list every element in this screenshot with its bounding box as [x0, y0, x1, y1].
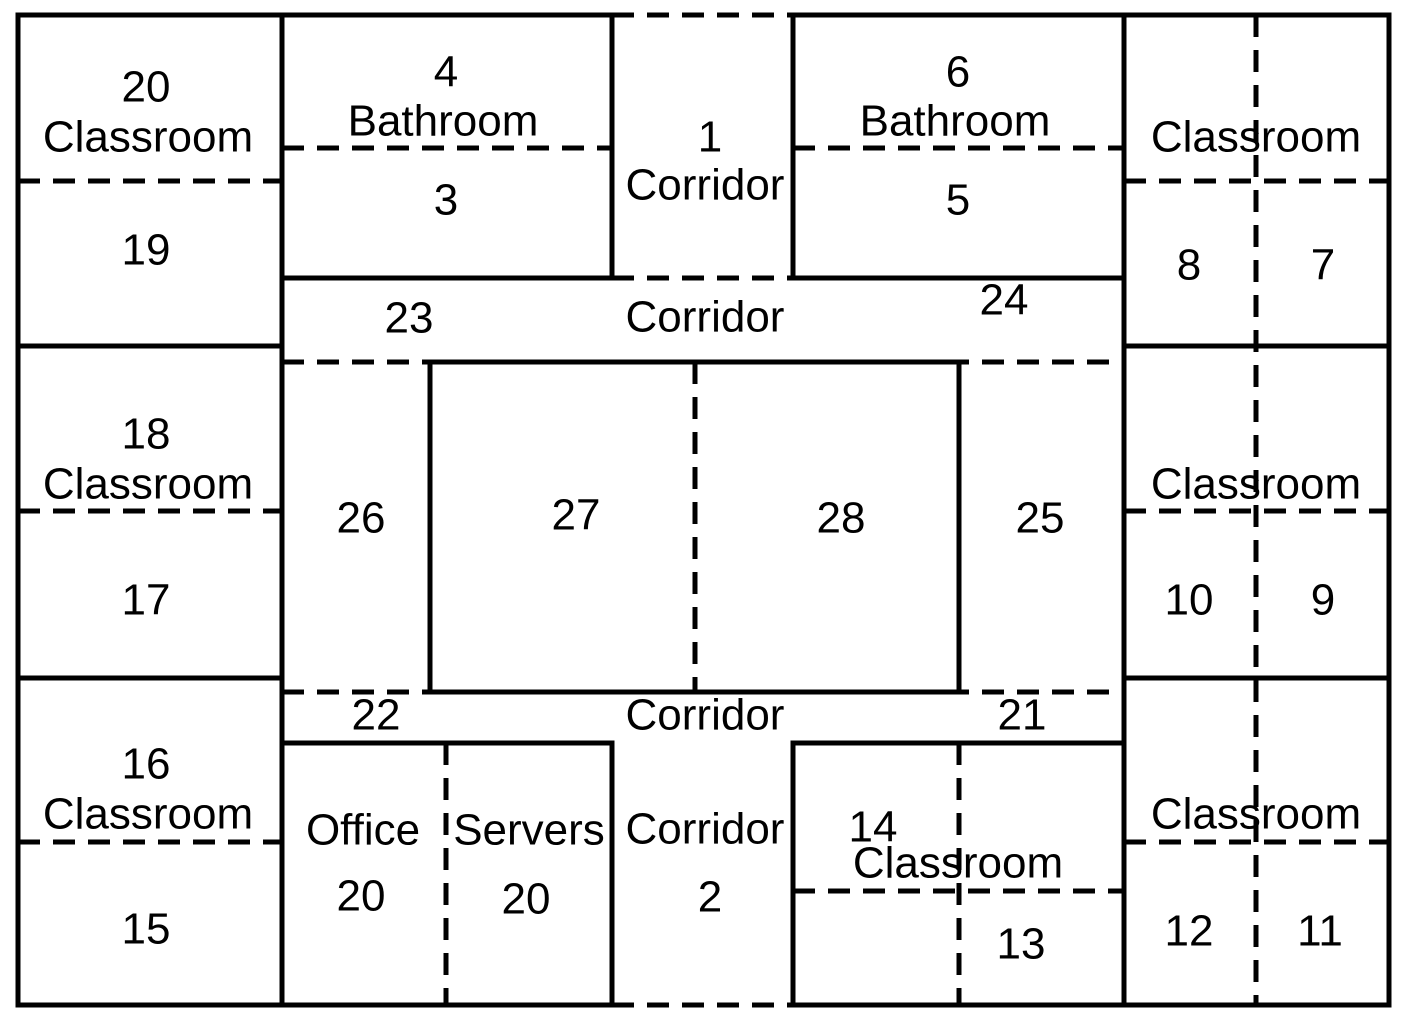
walls	[15, 12, 1392, 1008]
room-labels: 20 Classroom 19 18 Classroom 17 16 Class…	[43, 48, 1361, 969]
room-3-number: 3	[434, 176, 458, 225]
room-20-label: Classroom	[43, 113, 253, 162]
room-15-number: 15	[122, 905, 171, 954]
room-7-number: 7	[1311, 241, 1335, 290]
room-17-number: 17	[122, 576, 171, 625]
servers-number: 20	[502, 875, 551, 924]
room-6-number: 6	[946, 48, 970, 97]
office-label: Office	[306, 806, 420, 855]
room-8-number: 8	[1177, 241, 1201, 290]
office-number: 20	[337, 872, 386, 921]
room-26-number: 26	[337, 494, 386, 543]
room-14-label: Classroom	[853, 839, 1063, 888]
room-16-number: 16	[122, 740, 171, 789]
room-28-number: 28	[817, 494, 866, 543]
room-19-number: 19	[122, 226, 171, 275]
room-16-label: Classroom	[43, 790, 253, 839]
room-11-number: 11	[1297, 907, 1343, 956]
room-9-number: 9	[1311, 576, 1335, 625]
corridor-bottom-label: Corridor	[626, 691, 785, 740]
room-12-number: 12	[1165, 907, 1214, 956]
room-2-number: 2	[698, 873, 722, 922]
room-24-number: 24	[980, 276, 1029, 325]
room-1-number: 1	[698, 113, 722, 162]
room-se-classroom-label: Classroom	[1151, 790, 1361, 839]
room-20-number: 20	[122, 63, 171, 112]
room-23-number: 23	[385, 294, 434, 343]
room-e-classroom-label: Classroom	[1151, 460, 1361, 509]
room-25-number: 25	[1016, 494, 1065, 543]
room-18-label: Classroom	[43, 460, 253, 509]
room-1-label: Corridor	[626, 161, 785, 210]
room-10-number: 10	[1165, 576, 1214, 625]
room-21-number: 21	[998, 691, 1047, 740]
corridor-top-label: Corridor	[626, 293, 785, 342]
room-5-number: 5	[946, 176, 970, 225]
room-27-number: 27	[552, 491, 601, 540]
room-4-number: 4	[434, 48, 458, 97]
room-14-number: 14	[849, 803, 898, 852]
servers-label: Servers	[453, 806, 605, 855]
room-2-label: Corridor	[626, 805, 785, 854]
room-22-number: 22	[352, 691, 401, 740]
room-6-label: Bathroom	[860, 97, 1051, 146]
room-4-label: Bathroom	[348, 97, 539, 146]
room-18-number: 18	[122, 410, 171, 459]
room-ne-classroom-label: Classroom	[1151, 113, 1361, 162]
room-13-number: 13	[997, 920, 1046, 969]
